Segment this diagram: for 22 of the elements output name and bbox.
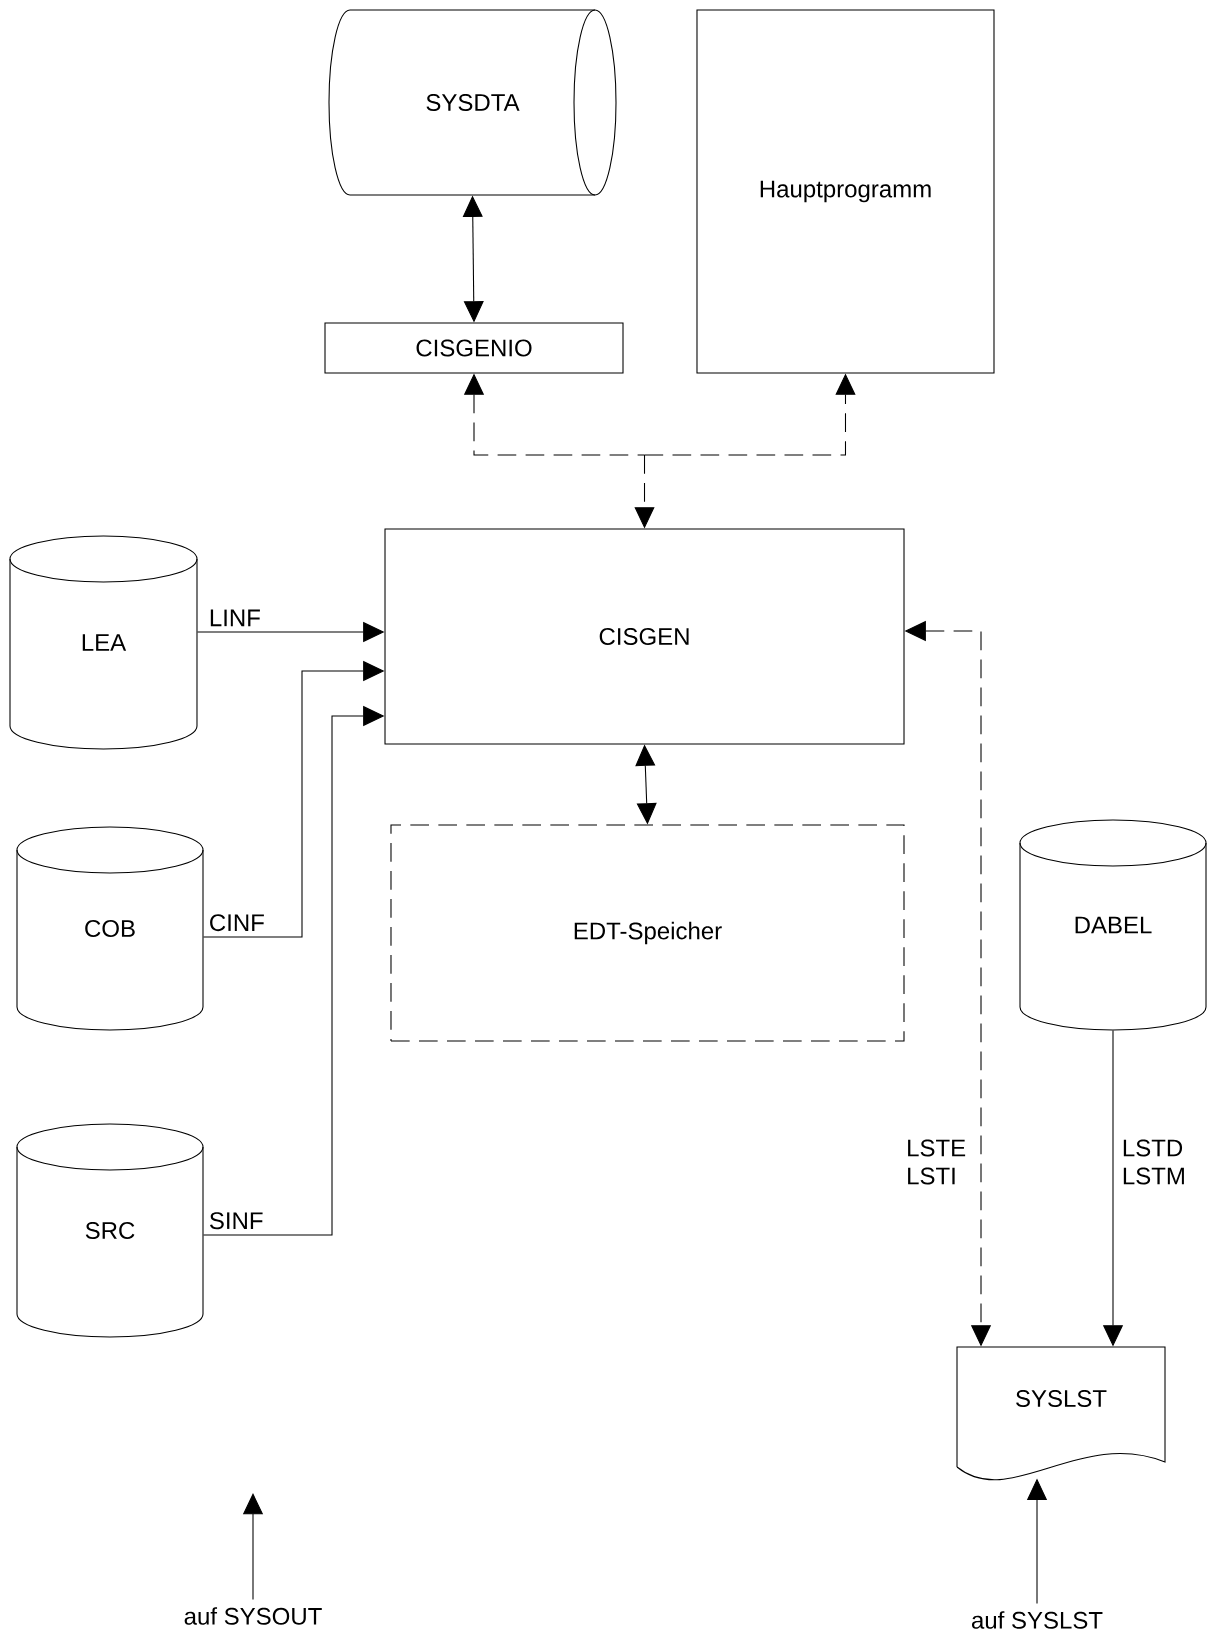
node-label: SYSDTA (426, 94, 520, 112)
output-label: auf SYSLST (972, 1611, 1103, 1629)
process-box: Hauptprogramm (696, 9, 995, 374)
edge-label: LSTE LSTI (908, 1139, 966, 1185)
storage-cylinder: DABEL (1019, 819, 1207, 1031)
process-box: CISGENIO (324, 322, 624, 374)
document-shape: SYSLST (956, 1346, 1166, 1481)
storage-cylinder: SRC (16, 1123, 204, 1338)
edge-label: LINF (210, 609, 260, 627)
node-label: COB (85, 920, 135, 938)
edge-label: SINF (209, 1212, 263, 1230)
process-box: CISGEN (384, 528, 905, 745)
node-label: LEA (82, 634, 127, 651)
node-label: SRC (85, 1222, 135, 1240)
edge-label: CINF (210, 914, 264, 932)
output-label: auf SYSOUT (184, 1607, 322, 1625)
storage-cylinder: COB (16, 826, 204, 1031)
edge-label: LSTD LSTM (1123, 1139, 1184, 1185)
storage-cylinder: SYSDTA (328, 9, 617, 196)
storage-cylinder: LEA (9, 535, 198, 750)
memory-box: EDT-Speicher (390, 824, 905, 1042)
node-label: DABEL (1075, 916, 1152, 934)
